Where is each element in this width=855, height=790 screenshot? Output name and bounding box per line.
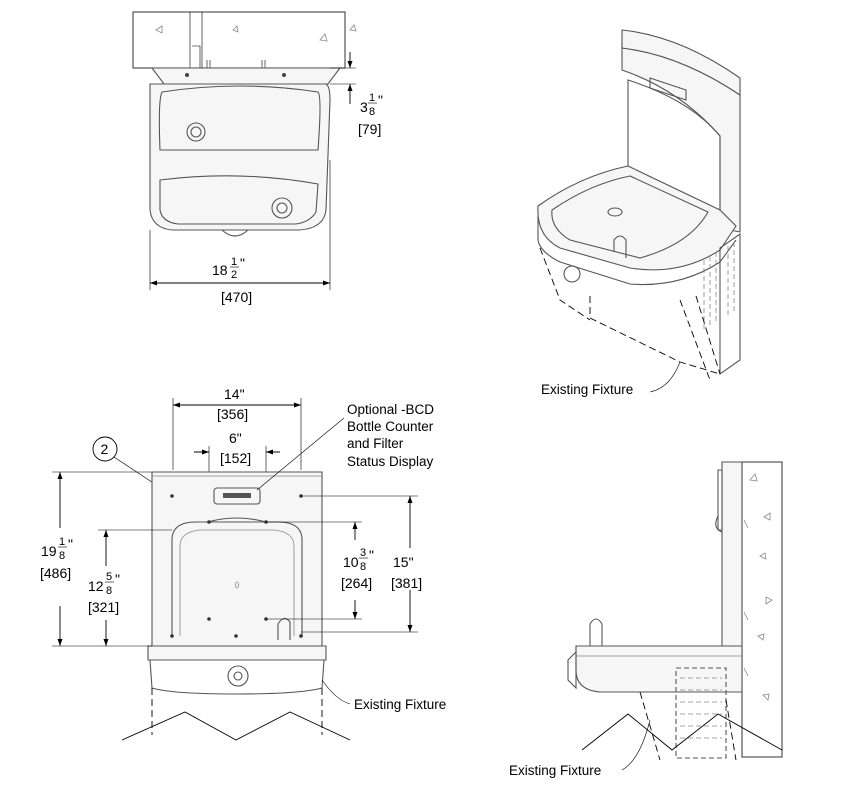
h15-mm: [381] xyxy=(391,575,422,591)
top-mounting-plate xyxy=(150,67,342,85)
span6-mm: [152] xyxy=(220,450,251,466)
iso-bcd-display xyxy=(649,77,687,101)
side-break-line xyxy=(581,713,783,751)
depth-dim-numerator: 1 xyxy=(369,92,375,104)
h12-dim-mm: [321] xyxy=(88,599,119,615)
h10-dim-whole: 10 xyxy=(343,554,359,570)
width-dim-numerator: 1 xyxy=(231,256,237,268)
callout-bubble xyxy=(92,436,118,462)
iso-view: Existing Fixture xyxy=(537,29,741,397)
iso-existing-fixture-label: Existing Fixture xyxy=(541,382,633,397)
side-view: Existing Fixture xyxy=(509,461,783,778)
svg-text:": " xyxy=(240,255,245,271)
width-dim-denominator: 2 xyxy=(231,269,237,281)
depth-dim-denominator: 8 xyxy=(369,106,375,118)
svg-text:": " xyxy=(68,536,73,552)
optional-bcd-label-line3: and Filter xyxy=(347,436,404,451)
svg-text:3: 3 xyxy=(360,547,366,559)
callout-number: 2 xyxy=(101,441,109,457)
side-existing-fixture-label: Existing Fixture xyxy=(509,763,601,778)
h15-label: 15" xyxy=(393,554,414,570)
top-view: 18 1 2 " [470] 3 1 8 " [79] xyxy=(132,11,383,305)
span14-label: 14" xyxy=(224,386,245,402)
front-view: 14" [356] 6" [152] 2 Existing Fixtu xyxy=(40,386,446,741)
span14-mm: [356] xyxy=(217,406,248,422)
top-wall-section xyxy=(132,11,346,69)
width-dim-mm: [470] xyxy=(221,289,252,305)
front-break-line xyxy=(121,711,351,741)
optional-bcd-label-line2: Bottle Counter xyxy=(347,419,434,434)
iso-bubbler xyxy=(613,235,627,258)
h19-dim-whole: 19 xyxy=(41,543,57,559)
top-basin-outline xyxy=(149,83,331,231)
h19-dim-mm: [486] xyxy=(40,565,71,581)
svg-text:8: 8 xyxy=(106,585,112,597)
front-existing-fixture-label: Existing Fixture xyxy=(354,697,446,712)
iso-basin xyxy=(537,165,737,271)
svg-text:8: 8 xyxy=(59,550,65,562)
side-wall-section xyxy=(741,461,783,758)
optional-bcd-label-line1: Optional -BCD xyxy=(347,402,434,417)
svg-text:1: 1 xyxy=(59,536,65,548)
svg-text:5: 5 xyxy=(106,571,112,583)
side-bubbler xyxy=(589,618,603,646)
depth-dim-mm: [79] xyxy=(358,121,381,137)
width-dim-whole: 18 xyxy=(212,262,228,278)
optional-bcd-label-line4: Status Display xyxy=(347,454,434,469)
svg-text:8: 8 xyxy=(360,561,366,573)
front-bubbler xyxy=(277,617,291,640)
h10-dim-mm: [264] xyxy=(341,575,372,591)
svg-text:": " xyxy=(378,92,383,108)
h12-dim-whole: 12 xyxy=(88,578,104,594)
svg-text:": " xyxy=(369,547,374,563)
side-basin xyxy=(575,645,743,693)
front-filler-opening xyxy=(171,521,303,636)
span6-label: 6" xyxy=(229,430,242,446)
depth-dim-whole: 3 xyxy=(360,99,368,115)
svg-text:": " xyxy=(115,571,120,587)
front-basin-rim xyxy=(147,645,327,661)
